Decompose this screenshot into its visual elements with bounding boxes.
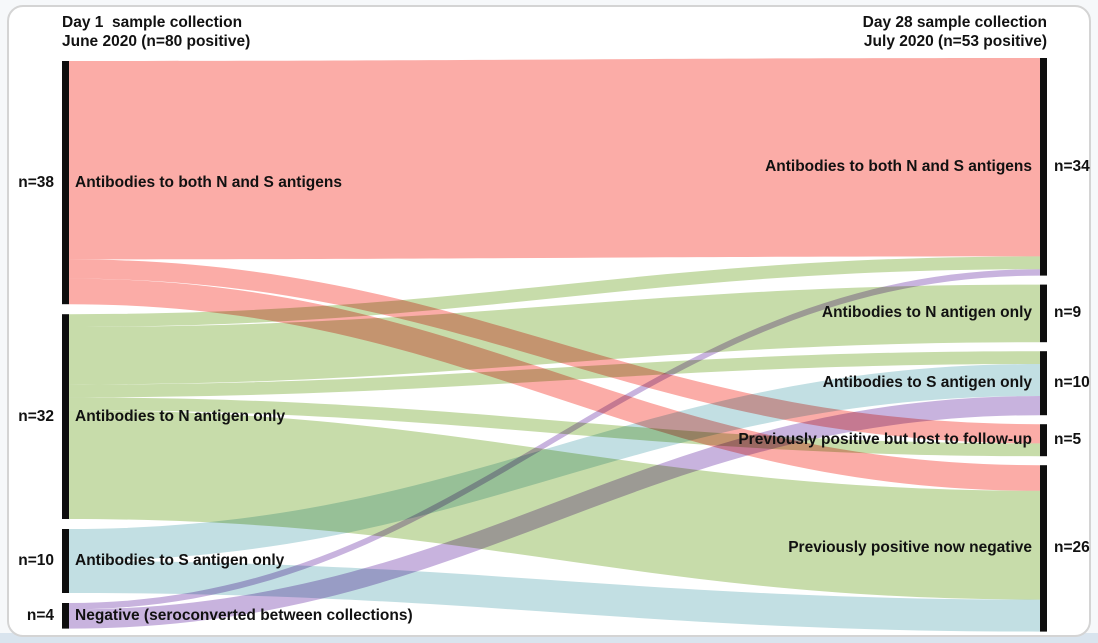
sankey-link-L2-R2	[69, 284, 1040, 385]
right-header-line2: July 2020 (n=53 positive)	[863, 33, 1047, 50]
right-column-header: Day 28 sample collection July 2020 (n=53…	[863, 13, 1047, 51]
node-count-L3: n=10	[18, 552, 54, 569]
node-count-L4: n=4	[26, 606, 54, 624]
node-label-L1: Antibodies to both N and S antigens	[75, 173, 342, 191]
sankey-link-L1-R1	[69, 58, 1040, 260]
sankey-link-L4-R1	[69, 269, 1040, 610]
sankey-node-bar-R2	[1040, 284, 1047, 343]
right-header-line1: Day 28 sample collection	[862, 14, 1047, 31]
sankey-link-L3-R3	[69, 364, 1040, 561]
sankey-node-bar-R3	[1040, 351, 1047, 416]
sankey-link-L4-R3	[69, 396, 1040, 629]
node-label-R4: Previously positive but lost to follow-u…	[738, 431, 1032, 449]
node-label-R2: Antibodies to N antigen only	[821, 304, 1032, 322]
sankey-link-L2-R1	[69, 256, 1040, 327]
sankey-node-bar-L2	[62, 314, 69, 519]
sankey-link-L2-R3	[69, 351, 1040, 398]
node-label-R1: Antibodies to both N and S antigens	[765, 157, 1032, 175]
node-count-L2: n=32	[18, 407, 54, 425]
node-label-L4: Negative (seroconverted between collecti…	[75, 606, 413, 624]
sankey-node-bar-R1	[1040, 58, 1047, 276]
node-count-R5: n=26	[1054, 539, 1090, 557]
sankey-node-bar-R5	[1040, 465, 1047, 632]
sankey-node-bar-R4	[1040, 424, 1047, 457]
sankey-link-L3-R5	[69, 561, 1040, 632]
left-column-header: Day 1 sample collection June 2020 (n=80 …	[62, 13, 250, 51]
node-label-L2: Antibodies to N antigen only	[75, 407, 286, 425]
window-bottom-edge	[0, 633, 1098, 643]
node-label-R3: Antibodies to S antigen only	[822, 374, 1032, 392]
node-count-R3: n=10	[1054, 374, 1090, 392]
node-count-R4: n=5	[1054, 431, 1082, 449]
sankey-link-L1-R5	[69, 278, 1040, 491]
sankey-node-bar-L1	[62, 61, 69, 305]
node-count-L1: n=38	[18, 173, 54, 191]
node-count-R1: n=34	[1054, 157, 1090, 175]
left-header-line2: June 2020 (n=80 positive)	[62, 33, 251, 50]
node-count-R2: n=9	[1054, 304, 1082, 322]
node-label-L3: Antibodies to S antigen only	[75, 552, 285, 569]
sankey-node-bar-L4	[62, 603, 69, 629]
sankey-node-bar-L3	[62, 529, 69, 593]
node-label-R5: Previously positive now negative	[788, 539, 1032, 557]
left-header-line1: Day 1 sample collection	[62, 14, 243, 31]
